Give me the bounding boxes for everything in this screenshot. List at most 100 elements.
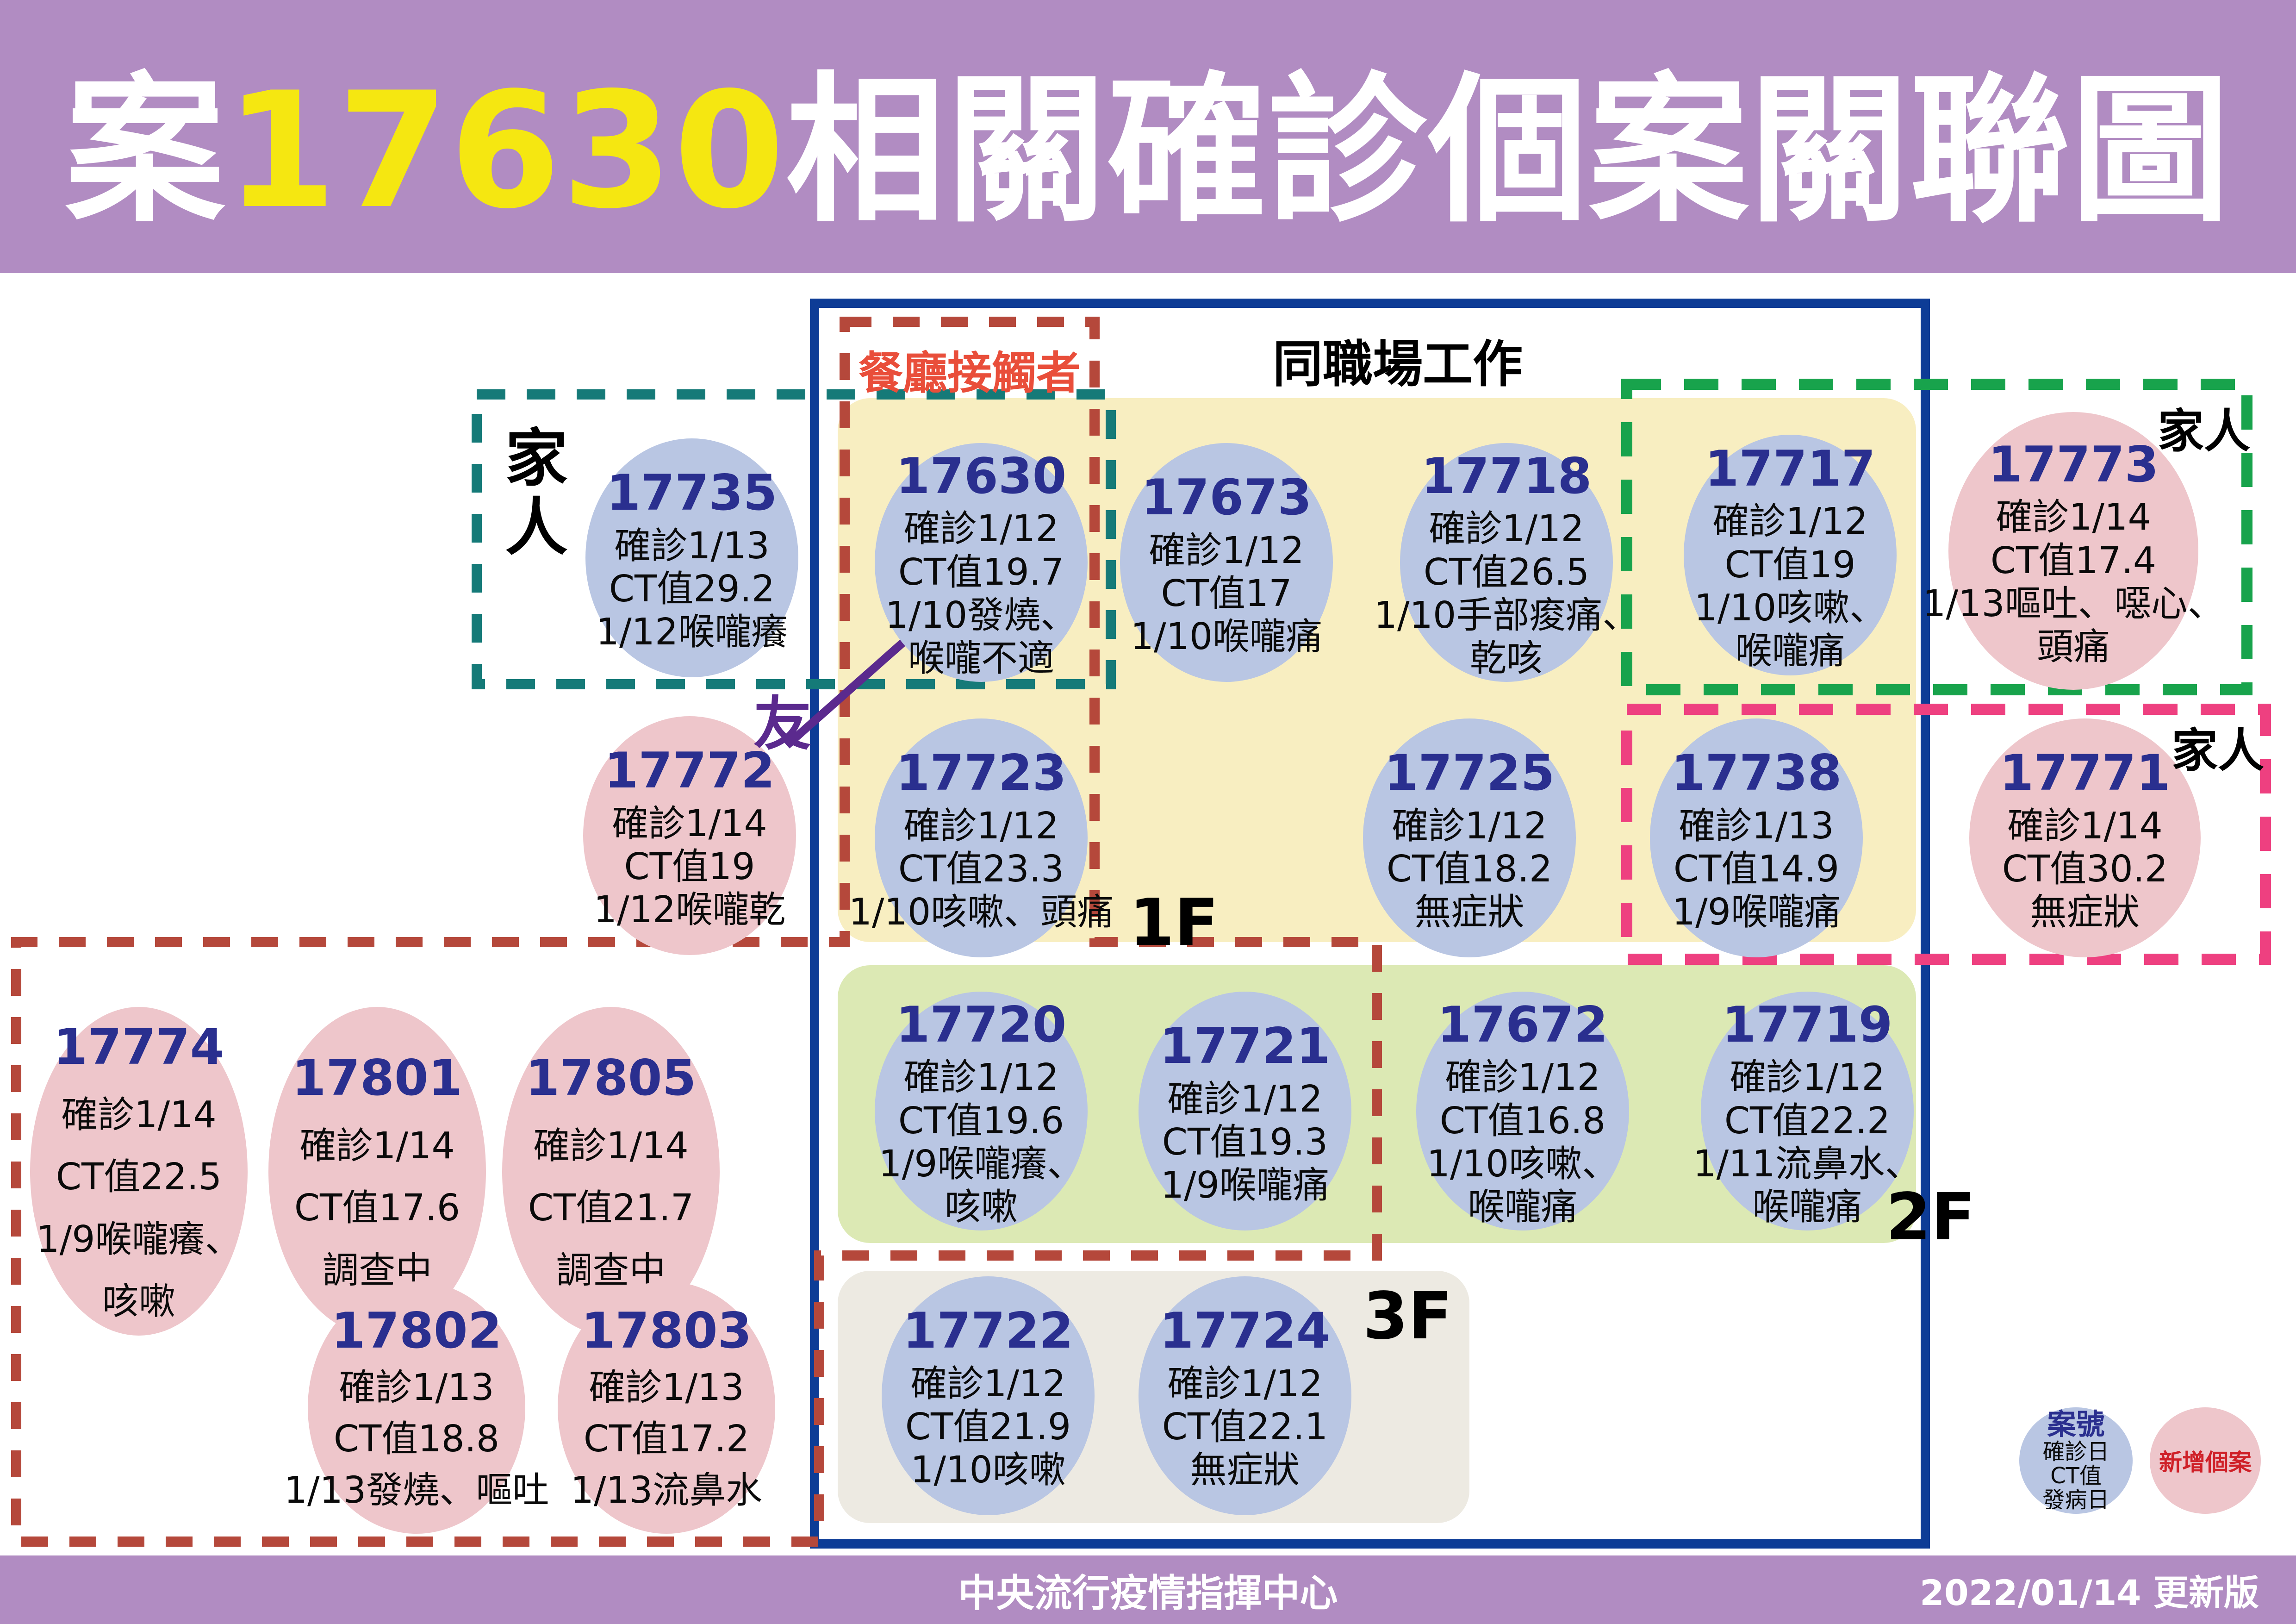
case-detail: 1/13發燒、嘔吐 [284,1468,549,1512]
case-detail: CT值22.2 [1724,1099,1891,1142]
case-detail: CT值14.9 [1673,848,1840,891]
case-number: 17724 [1159,1302,1331,1360]
case-number: 17772 [604,742,775,800]
legend-new-case-label: 新增個案 [2159,1449,2252,1476]
case-detail: 確診1/12 [903,507,1059,550]
case-17725: 17725 確診1/12 CT值18.2 無症狀 [1363,718,1576,957]
case-detail: 確診1/12 [1730,1056,1885,1099]
case-detail: 1/9喉嚨癢、 [878,1142,1084,1185]
case-detail: 1/10喉嚨痛 [1130,615,1323,658]
legend-ct-value-label: CT值 [2050,1463,2102,1489]
case-17735: 17735 確診1/13 CT值29.2 1/12喉嚨癢 [585,438,798,677]
footer-bar: 中央流行疫情指揮中心 2022/01/14 更新版 [0,1555,2296,1624]
case-detail: CT值19.6 [898,1099,1064,1142]
family-label-left: 家人 [494,425,567,563]
case-number: 17672 [1437,996,1608,1053]
footer-organization: 中央流行疫情指揮中心 [958,1571,1338,1616]
family-label-mid-right: 家人 [2172,724,2264,778]
case-number: 17801 [292,1049,463,1107]
case-detail: 確診1/14 [2007,805,2163,847]
title-suffix: 相關確診個案關聯圖 [785,58,2231,244]
case-detail: 確診1/12 [1429,507,1584,550]
case-detail: 確診1/14 [1996,496,2151,539]
header-bar: 案17630相關確診個案關聯圖 [0,0,2296,273]
case-17724: 17724 確診1/12 CT值22.1 無症狀 [1139,1276,1351,1515]
case-detail: CT值18.2 [1386,848,1553,891]
legend-onset-date-label: 發病日 [2042,1487,2109,1513]
case-17738: 17738 確診1/13 CT值14.9 1/9喉嚨痛 [1650,718,1863,957]
case-detail: 確診1/12 [903,1056,1059,1099]
case-detail: 1/10咳嗽、 [1426,1142,1619,1185]
case-detail: CT值16.8 [1439,1099,1606,1142]
case-17721: 17721 確診1/12 CT值19.3 1/9喉嚨痛 [1139,992,1351,1230]
case-number: 17805 [525,1049,697,1107]
legend-case-number-label: 案號 [2047,1407,2105,1442]
case-number: 17735 [606,464,778,522]
case-detail: 1/9喉嚨癢、 [36,1218,242,1261]
case-detail: 咳嗽 [945,1186,1018,1229]
case-17723: 17723 確診1/12 CT值23.3 1/10咳嗽、頭痛 [849,718,1114,957]
title-prefix: 案 [65,58,226,244]
floor1-label: 1F [1129,885,1219,961]
case-detail: CT值19 [1724,543,1856,586]
case-number: 17717 [1705,440,1876,497]
case-detail: 1/12喉嚨乾 [593,888,786,931]
case-number: 17725 [1384,744,1555,802]
case-detail: 確診1/12 [910,1362,1066,1405]
case-number: 17673 [1141,469,1312,526]
case-detail: 確診1/12 [1149,529,1304,572]
case-17673: 17673 確診1/12 CT值17 1/10喉嚨痛 [1120,443,1333,682]
case-number: 17720 [896,996,1067,1053]
case-detail: CT值17 [1161,572,1292,615]
case-detail: 乾咳 [1470,637,1543,680]
case-detail: 1/13流鼻水 [570,1468,763,1512]
case-detail: 喉嚨痛 [1752,1186,1862,1229]
case-number: 17774 [53,1018,224,1075]
restaurant-contact-label: 餐廳接觸者 [859,347,1081,399]
case-number: 17723 [896,744,1067,802]
case-detail: 1/10咳嗽、頭痛 [848,891,1114,934]
case-detail: 1/10手部痠痛、 [1374,593,1639,637]
title-case-number: 17630 [225,58,786,244]
case-detail: 1/9喉嚨痛 [1672,891,1841,934]
case-17801: 17801 確診1/14 CT值17.6 調查中 [268,1007,486,1336]
case-detail: 確診1/12 [1712,500,1868,543]
case-detail: CT值19.7 [898,550,1064,593]
case-detail: 喉嚨痛 [1735,630,1845,673]
case-detail: 咳嗽 [102,1280,175,1323]
case-17630: 17630 確診1/12 CT值19.7 1/10發燒、 喉嚨不適 [875,443,1088,682]
case-detail: 確診1/12 [1167,1362,1323,1405]
case-17717: 17717 確診1/12 CT值19 1/10咳嗽、 喉嚨痛 [1684,435,1897,675]
case-detail: CT值22.1 [1162,1405,1328,1449]
case-detail: 頭痛 [2037,625,2110,668]
case-detail: 確診1/12 [1167,1078,1323,1120]
workplace-label: 同職場工作 [1273,336,1523,394]
case-detail: CT值21.7 [528,1187,694,1230]
case-detail: 確診1/14 [612,802,767,845]
case-detail: CT值19 [624,845,755,888]
case-detail: 確診1/14 [61,1093,217,1136]
case-detail: CT值17.4 [1990,539,2157,582]
case-detail: CT值17.2 [583,1418,750,1461]
case-detail: 喉嚨不適 [908,637,1054,680]
case-number: 17738 [1671,744,1842,802]
footer-version-date: 2022/01/14 更新版 [1919,1572,2259,1613]
case-detail: CT值22.5 [56,1156,222,1199]
page-title: 案17630相關確診個案關聯圖 [65,21,2231,252]
case-detail: 無症狀 [2030,891,2140,934]
friend-label: 友 [753,691,811,758]
case-number: 17719 [1722,996,1893,1053]
case-detail: 確診1/14 [533,1124,689,1168]
case-detail: CT值23.3 [898,848,1064,891]
case-number: 17630 [896,447,1067,505]
case-detail: 確診1/13 [339,1366,494,1409]
case-detail: 無症狀 [1190,1449,1300,1492]
floor3-label: 3F [1363,1279,1453,1354]
case-detail: CT值26.5 [1423,550,1590,593]
case-detail: 確診1/12 [1445,1056,1600,1099]
case-detail: 1/11流鼻水、 [1693,1142,1922,1185]
case-detail: CT值17.6 [294,1187,460,1230]
case-17802: 17802 確診1/13 CT值18.8 1/13發燒、嘔吐 [284,1281,549,1534]
case-detail: 喉嚨痛 [1468,1186,1578,1229]
